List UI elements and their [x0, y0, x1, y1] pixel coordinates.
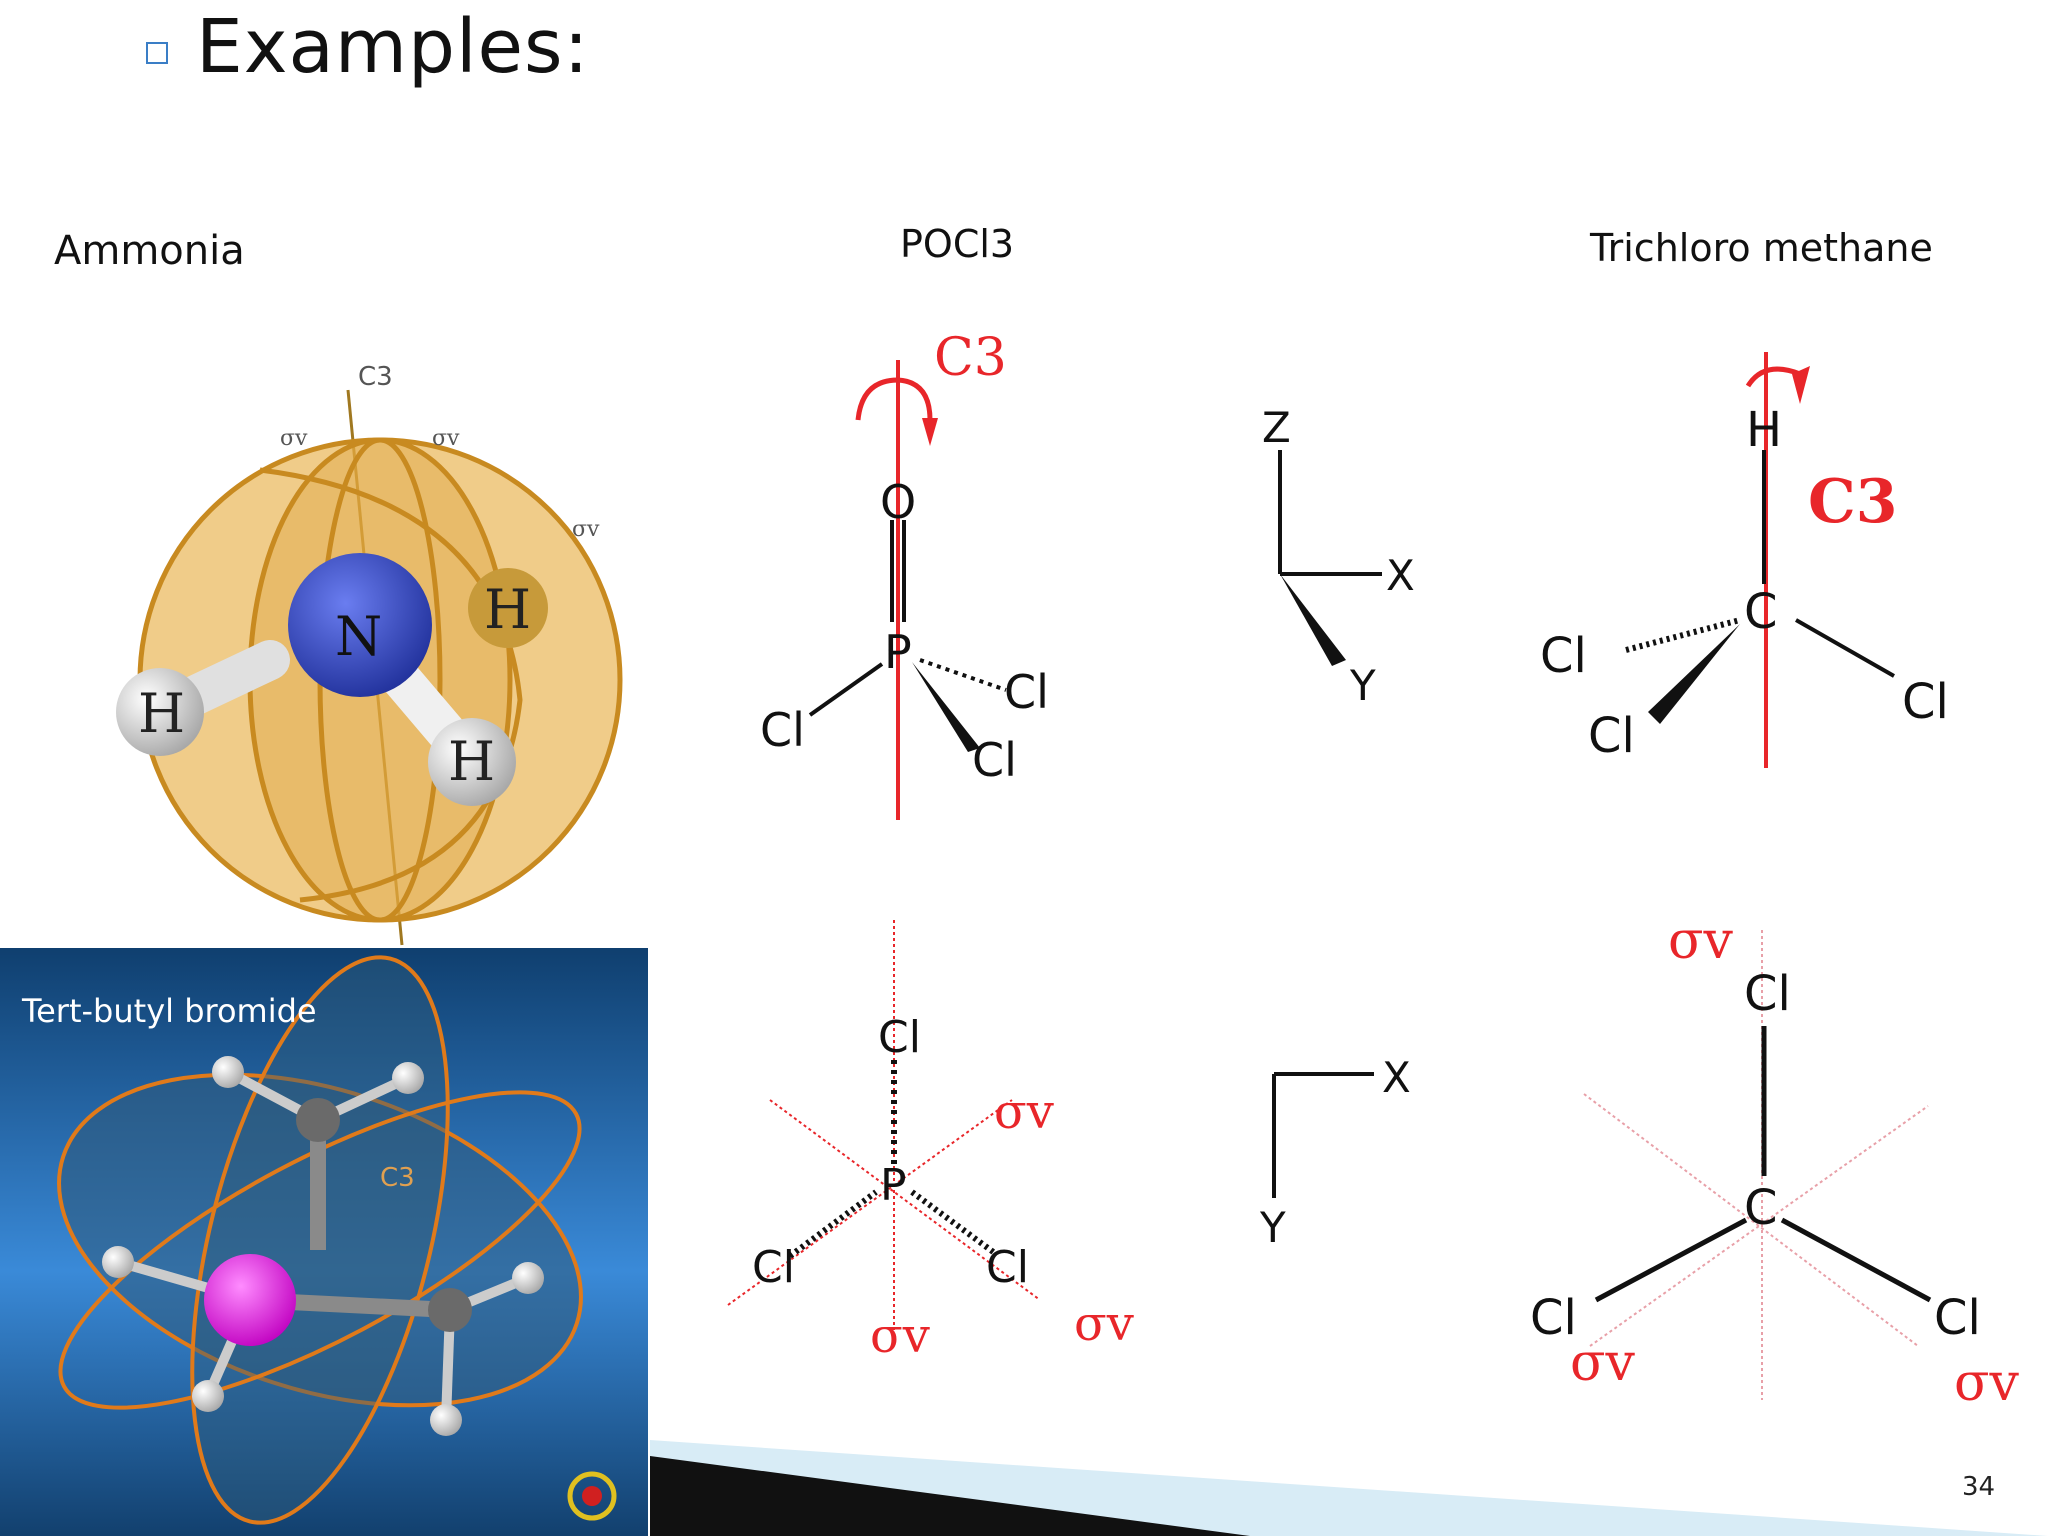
chcl3-cl-right: Cl — [1902, 674, 1949, 730]
axes-top: Z X Y — [1262, 403, 1415, 710]
pocl3-o-atom: O — [880, 475, 916, 529]
pocl3-cl-front: Cl — [972, 733, 1017, 787]
pocl3b-cl-top: Cl — [878, 1012, 921, 1063]
ammonia-h1-label: H — [484, 578, 531, 641]
pocl3-bottom-structure: Cl P Cl Cl σv σv σv — [727, 920, 1134, 1364]
page-number: 34 — [1962, 1472, 1996, 1502]
axis-top-y: Y — [1349, 661, 1376, 710]
ammonia-model: C3 σv σv σv N H H H — [116, 362, 623, 946]
pocl3-top-structure: C3 O P Cl Cl Cl — [760, 328, 1049, 820]
trichloromethane-label: Trichloro methane — [1590, 226, 1933, 270]
chcl3b-c-atom: C — [1744, 1180, 1778, 1236]
ammonia-n-label: N — [335, 605, 382, 668]
chcl3-cl-front: Cl — [1588, 708, 1635, 764]
axes-bottom: X Y — [1259, 1053, 1411, 1252]
pocl3b-cl-right: Cl — [986, 1242, 1029, 1293]
ammonia-plane-label-1: σv — [280, 426, 308, 451]
chcl3-c3-label: C3 — [1808, 467, 1898, 537]
tert-butyl-bromide-panel: C3 — [0, 948, 648, 1536]
chcl3b-cl-top: Cl — [1744, 966, 1791, 1022]
pocl3-c3-label: C3 — [934, 328, 1007, 388]
ammonia-h3-label: H — [448, 730, 495, 793]
br-atom — [204, 1254, 296, 1346]
chcl3-sigma-1: σv — [1668, 911, 1733, 971]
slide-title: Examples: — [196, 4, 590, 90]
tbb-axis-label: C3 — [380, 1163, 415, 1193]
chcl3-cl-left: Cl — [1540, 628, 1587, 684]
chcl3-h-atom: H — [1746, 402, 1782, 458]
app-logo-icon — [567, 1471, 617, 1521]
pocl3b-cl-left: Cl — [752, 1242, 795, 1293]
chcl3-sigma-3: σv — [1954, 1353, 2019, 1413]
h-atom-left — [116, 668, 204, 756]
chcl3b-cl-left: Cl — [1530, 1290, 1577, 1346]
pocl3-label: POCl3 — [900, 222, 1015, 266]
axis-top-z: Z — [1262, 403, 1291, 452]
h-atom-front — [428, 718, 516, 806]
ammonia-plane-3 — [259, 467, 523, 903]
chcl3-c-atom: C — [1744, 584, 1778, 640]
pocl3-p-atom: P — [884, 625, 912, 679]
h-atom-back — [468, 568, 548, 648]
ammonia-axis-label: C3 — [358, 362, 393, 392]
n-atom — [288, 553, 432, 697]
chcl3-sigma-2: σv — [1570, 1333, 1635, 1393]
pocl3-sigma-2: σv — [870, 1308, 930, 1364]
chcl3-bottom-structure: Cl C Cl Cl σv σv σv — [1530, 911, 2019, 1413]
pocl3-sigma-3: σv — [1074, 1296, 1134, 1352]
pocl3b-p-atom: P — [880, 1160, 907, 1211]
ammonia-plane-label-2: σv — [432, 426, 460, 451]
ammonia-plane-label-3: σv — [572, 517, 600, 542]
pocl3-cl-left: Cl — [760, 703, 805, 757]
tert-butyl-bromide-label: Tert-butyl bromide — [22, 992, 317, 1030]
axis-bottom-x: X — [1382, 1053, 1411, 1102]
ammonia-h2-label: H — [138, 682, 185, 745]
bullet-box-icon — [146, 42, 168, 64]
chcl3-top-structure: H C Cl Cl Cl C3 — [1540, 352, 1949, 768]
pocl3-sigma-1: σv — [994, 1084, 1054, 1140]
pocl3-cl-right: Cl — [1004, 665, 1049, 719]
ammonia-label: Ammonia — [54, 228, 245, 274]
chcl3b-cl-right: Cl — [1934, 1290, 1981, 1346]
axis-top-x: X — [1386, 551, 1415, 600]
axis-bottom-y: Y — [1259, 1203, 1286, 1252]
decor-band-dark — [650, 1456, 1250, 1536]
